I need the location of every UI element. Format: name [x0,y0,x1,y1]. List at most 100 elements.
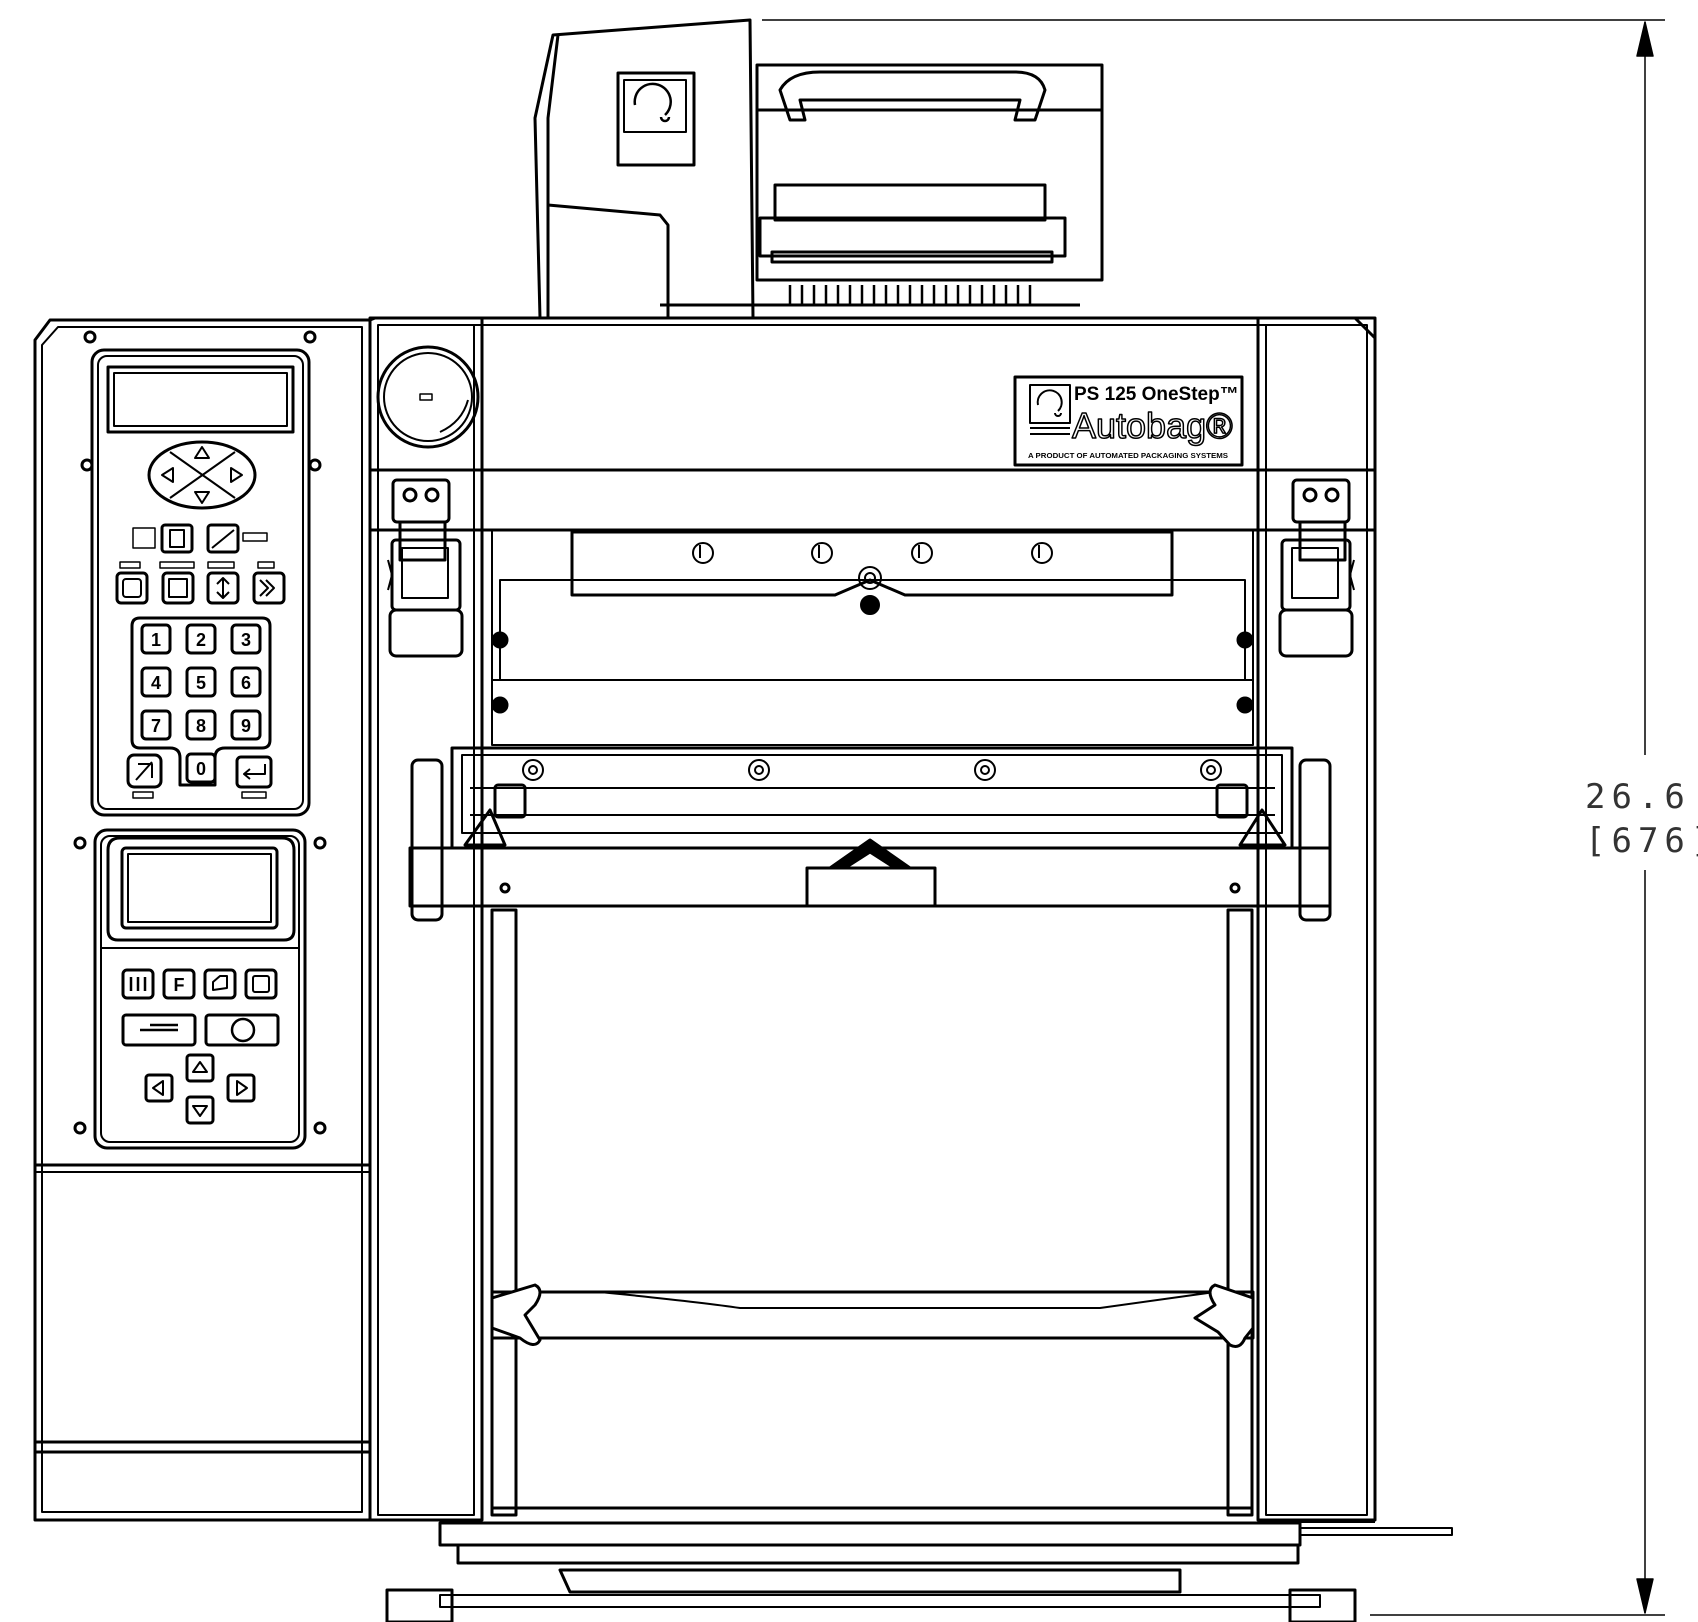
dial-scale [439,399,469,433]
upper-seal-bar [570,530,1174,597]
nav-up-icon[interactable] [194,446,210,459]
reset-button[interactable] [206,523,240,554]
mode-button-2-icon [168,578,188,598]
mode-button-3[interactable] [206,571,240,605]
right-tension-knob[interactable] [1193,1283,1255,1348]
right-column-inner [1265,324,1368,1516]
nav-left-icon[interactable] [161,467,174,483]
arrow-right-button[interactable] [226,1073,256,1103]
nameplate-logo-mark [1036,389,1063,417]
key-7-label: 7 [151,716,161,736]
function-button[interactable] [162,968,196,1000]
dial-marking [419,393,433,401]
left-guide-post [410,758,444,922]
clear-button[interactable] [126,753,163,789]
mode-label-4 [257,561,275,569]
key-0[interactable] [185,752,217,784]
key-6[interactable] [230,666,262,698]
mode-button-1[interactable] [115,571,149,605]
nameplate-model: PS 125 OneStep™ [1074,384,1239,405]
base-foot-rail [439,1594,1321,1608]
dimension-arrow-bottom [1636,1578,1654,1614]
key-3-label: 3 [241,630,251,650]
cancel-button[interactable] [244,968,278,1000]
cabinet-kick-strip [33,1440,372,1454]
numeric-keys [140,623,262,784]
controller-screw [73,1121,87,1135]
numeric-keypad-surround [130,616,272,787]
lower-controller-bezel-inner [100,835,300,1143]
key-5[interactable] [185,666,217,698]
printer-cover [533,18,755,320]
feed-button[interactable] [203,968,237,1000]
lower-controller-bezel [93,828,307,1150]
enter-button[interactable] [235,755,273,789]
key-4[interactable] [140,666,172,698]
upper-controller-bezel-inner [97,355,304,810]
nav-right-icon[interactable] [230,467,243,483]
arrow-left-icon [152,1080,164,1096]
pressure-dial[interactable] [376,345,480,449]
reset-icon [211,529,235,549]
key-8[interactable] [185,709,217,741]
select-wide-button[interactable] [204,1013,280,1047]
function-button-label: F [174,975,185,995]
mode-button-1-icon [122,578,142,598]
height-dimension [762,19,1665,1616]
lower-jaw-bolts [522,759,1222,781]
jaw-side-bolts [491,631,1254,714]
lower-lcd-window [127,853,272,923]
right-guide-post [1298,758,1332,922]
pause-button[interactable] [121,968,155,1000]
arrow-up-button[interactable] [185,1053,215,1083]
cover-logo-box [616,71,696,167]
upper-lcd-display [106,365,295,434]
base-top-plate [438,1521,1302,1547]
key-1[interactable] [140,623,172,655]
left-latch[interactable] [387,478,464,658]
right-column-outer [1256,316,1377,1522]
select-icon [230,1017,256,1043]
printhead-bracket [758,216,1067,258]
nav-down-icon[interactable] [194,491,210,504]
reset-label-block [242,532,268,542]
key-8-label: 8 [196,716,206,736]
arrow-down-icon [192,1105,208,1117]
left-column-inner [377,324,475,1516]
controller-screw [308,458,322,472]
printhead-base [770,250,1054,264]
printhead-roller [773,183,1047,222]
controller-screw [313,1121,327,1135]
arrow-down-button[interactable] [185,1095,215,1125]
mode-button-2[interactable] [161,571,195,605]
key-2-label: 2 [196,630,206,650]
cover-logo-mark [633,82,672,123]
mode-button-4-icon [259,579,275,597]
left-cabinet [33,318,372,1522]
dimension-value-inches: 26.6 [1585,777,1691,817]
nav-pad[interactable] [147,440,257,510]
mode-button-4[interactable] [252,571,286,605]
seal-bar-bolts [692,542,1053,615]
right-latch[interactable] [1278,478,1355,658]
bag-guide-bar [408,846,1332,908]
guide-bar-screw [1229,882,1241,894]
lower-controller: F [73,828,327,1150]
key-9[interactable] [230,709,262,741]
start-stop-button[interactable] [160,523,194,554]
top-printer-unit [533,18,1104,320]
key-7[interactable] [140,709,172,741]
key-3[interactable] [230,623,262,655]
left-tension-knob[interactable] [490,1283,542,1346]
bag-opening-right-rail [1226,908,1254,1517]
cover-logo-square [623,79,687,133]
arrow-left-button[interactable] [144,1073,174,1103]
mode-label-3 [207,561,235,569]
feed-wide-button[interactable] [121,1013,197,1047]
key-2[interactable] [185,623,217,655]
lower-lcd-housing [106,836,296,942]
printer-body [755,108,1104,282]
base-tray-extension [1300,1527,1453,1536]
controller-screw [73,836,87,850]
printer-cover-inner [547,203,670,318]
